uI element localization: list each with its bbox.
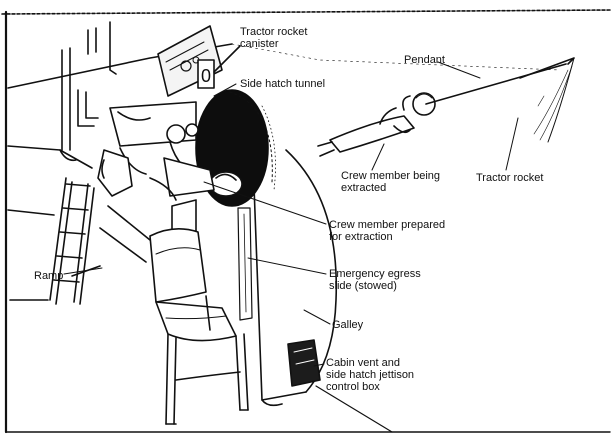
label-line: Galley — [332, 319, 363, 331]
label-line: Side hatch tunnel — [240, 78, 325, 90]
label-side-hatch-tunnel: Side hatch tunnel — [240, 78, 325, 90]
svg-text:0: 0 — [201, 66, 211, 86]
label-galley: Galley — [332, 319, 363, 331]
label-line: Tractor rocket — [240, 26, 307, 38]
label-line: slide (stowed) — [329, 280, 421, 292]
label-crew-member-extracted: Crew member being extracted — [341, 170, 440, 194]
label-tractor-rocket-canister: Tractor rocket canister — [240, 26, 307, 50]
label-ramp: Ramp — [34, 270, 63, 282]
label-emergency-egress-slide: Emergency egress slide (stowed) — [329, 268, 421, 292]
egress-slide — [238, 208, 252, 320]
label-line: extracted — [341, 182, 440, 194]
label-tractor-rocket: Tractor rocket — [476, 172, 543, 184]
label-crew-member-prepared: Crew member prepared for extraction — [329, 219, 445, 243]
extracted-crew-member — [318, 93, 435, 156]
label-line: canister — [240, 38, 307, 50]
label-line: Tractor rocket — [476, 172, 543, 184]
label-line: Crew member prepared — [329, 219, 445, 231]
label-line: Ramp — [34, 270, 63, 282]
label-line: Cabin vent and — [326, 357, 414, 369]
label-line: Emergency egress — [329, 268, 421, 280]
label-line: for extraction — [329, 231, 445, 243]
label-line: side hatch jettison — [326, 369, 414, 381]
label-line: Crew member being — [341, 170, 440, 182]
cabin-vent-box — [288, 340, 320, 386]
left-pipes — [60, 22, 116, 160]
label-pendant: Pendant — [404, 54, 445, 66]
ladder — [50, 178, 94, 304]
label-cabin-vent-control-box: Cabin vent and side hatch jettison contr… — [326, 357, 414, 393]
label-line: control box — [326, 381, 414, 393]
control-panel: 0 — [158, 26, 240, 96]
label-line: Pendant — [404, 54, 445, 66]
pendant-line — [426, 58, 574, 142]
seat — [150, 200, 248, 424]
